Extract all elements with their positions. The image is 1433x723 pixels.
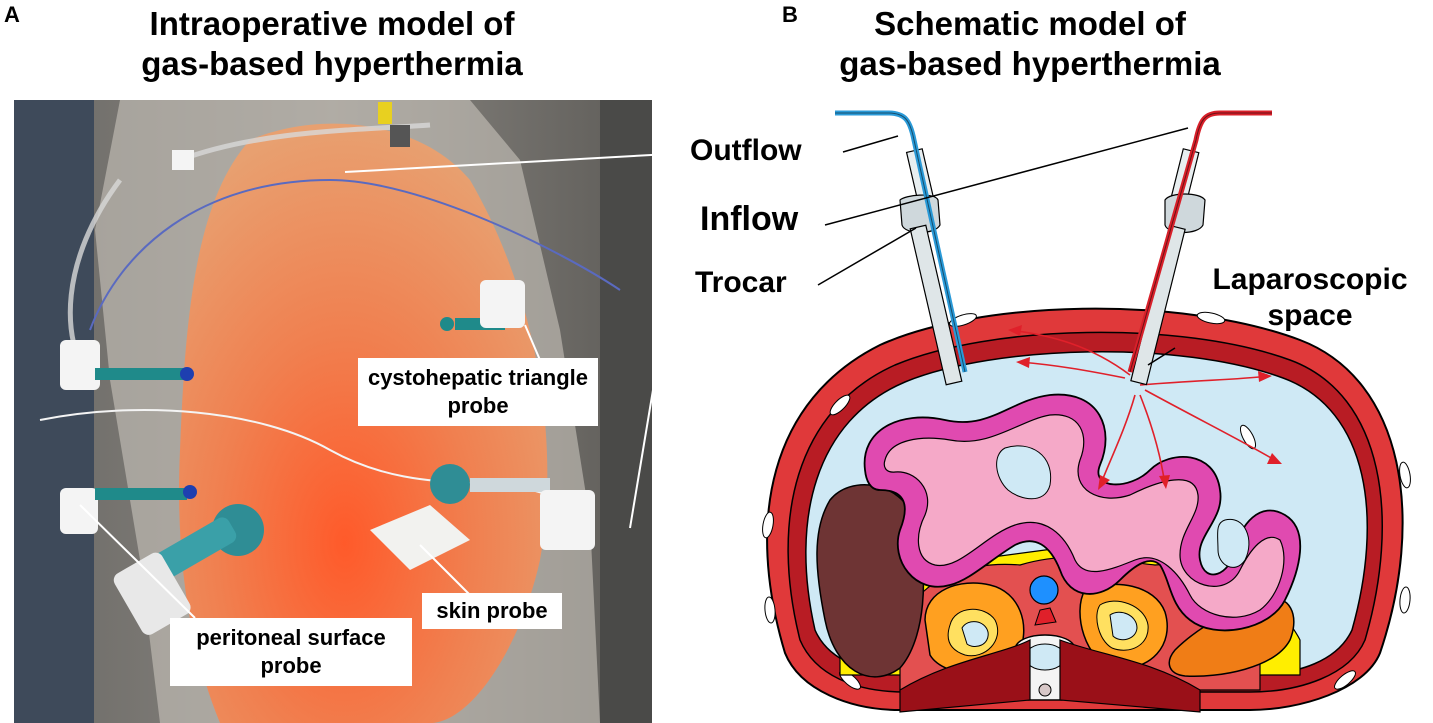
outflow-leader-a	[344, 152, 689, 173]
label-outflow: Outflow	[690, 134, 802, 167]
label-skin-probe: skin probe	[422, 593, 562, 629]
outflow-leader-b	[842, 135, 899, 153]
panel-title-a-line1: Intraoperative model of	[149, 5, 515, 42]
cystohepatic-probe-device	[440, 280, 525, 331]
label-peritoneal-line2: probe	[260, 653, 322, 678]
label-skin-text: skin probe	[436, 598, 548, 623]
panel-title-b: Schematic model of gas-based hyperthermi…	[790, 4, 1270, 84]
cystohepatic-leader	[524, 324, 541, 361]
label-laparoscopic-line2: space	[1267, 299, 1353, 332]
label-peritoneal-probe: peritoneal surface probe	[170, 618, 412, 686]
liver	[816, 483, 925, 678]
label-inflow: Inflow	[700, 200, 799, 238]
gas-flow-arrows	[1008, 325, 1282, 490]
label-peritoneal-line1: peritoneal surface	[196, 625, 386, 650]
trocar-port-right	[430, 464, 595, 550]
bowel-loops	[863, 393, 1302, 632]
laparoscopic-leader	[1147, 347, 1176, 366]
drape-right	[600, 100, 652, 723]
trocar-port-large	[113, 504, 264, 635]
wire-blue	[89, 178, 621, 331]
kidney-right	[1079, 583, 1168, 670]
inflow-trocar	[1127, 110, 1272, 386]
panel-title-a: Intraoperative model of gas-based hypert…	[82, 4, 582, 84]
kidney-left	[924, 582, 1025, 674]
paraspinal-muscle-right	[1059, 639, 1201, 713]
panel-title-b-line1: Schematic model of	[874, 5, 1186, 42]
trocar-port-mid-left	[60, 485, 197, 534]
aorta	[1029, 575, 1059, 605]
panel-title-a-line2: gas-based hyperthermia	[141, 45, 523, 82]
panel-title-b-line2: gas-based hyperthermia	[839, 45, 1221, 82]
vena-cava	[1034, 607, 1057, 626]
inflow-leader-b	[824, 127, 1189, 226]
panel-letter-b: B	[782, 2, 798, 27]
schematic-diagram	[762, 110, 1411, 713]
inflow-leader-a	[629, 227, 681, 529]
drape-left	[14, 100, 94, 723]
peritoneal-leader	[79, 504, 196, 619]
skin-leader	[419, 544, 471, 596]
panel-letter-a: A	[4, 2, 20, 27]
label-laparoscopic-line1: Laparoscopic	[1212, 263, 1408, 296]
label-cystohepatic-probe: cystohepatic triangle probe	[358, 358, 598, 426]
label-cystohepatic-line1: cystohepatic triangle	[367, 365, 589, 390]
trocar-port-upper-left	[60, 340, 194, 390]
label-laparoscopic-space: Laparoscopic space	[1185, 262, 1433, 334]
skin-probe-tape	[370, 505, 470, 570]
label-trocar: Trocar	[695, 266, 787, 299]
outflow-trocar	[835, 110, 968, 386]
label-cystohepatic-line2: probe	[447, 393, 509, 418]
top-clamps	[172, 102, 410, 170]
trocar-leader	[817, 227, 917, 286]
paraspinal-muscle-left	[899, 639, 1031, 713]
